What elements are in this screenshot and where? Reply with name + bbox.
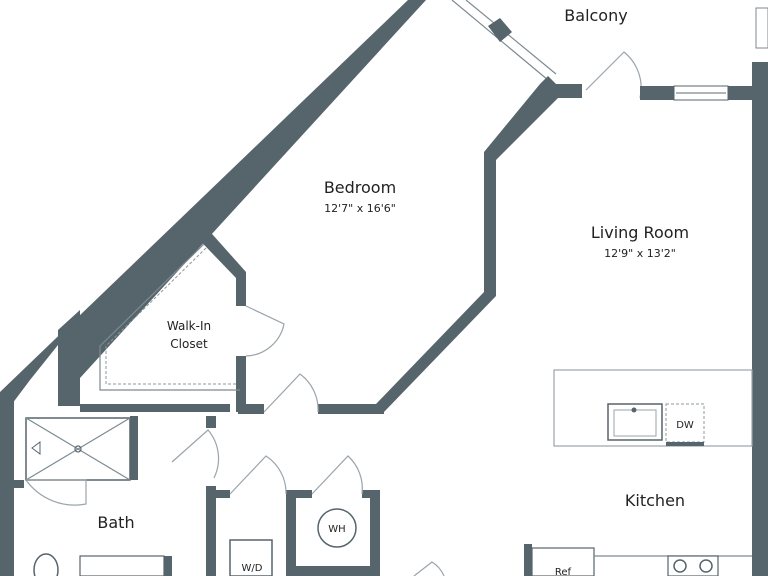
window-mullion — [488, 18, 512, 42]
bedroom-label: Bedroom — [324, 178, 396, 197]
closet-east-wall — [236, 356, 246, 412]
bath-wall-stub-left — [14, 480, 24, 488]
wh-closet-south-wall — [296, 566, 370, 576]
refrigerator-label: Ref — [555, 567, 572, 576]
water-heater-label: WH — [328, 524, 345, 535]
washer-dryer — [229, 539, 273, 576]
water-heater — [317, 508, 357, 548]
balcony-door-jamb-left — [556, 84, 582, 98]
wh-closet-east-wall — [370, 490, 380, 576]
closet-north-diagonal-wall — [186, 216, 246, 306]
kitchen-counter-edge — [524, 544, 532, 576]
laundry-door-swing — [229, 455, 287, 495]
east-exterior-wall — [752, 62, 768, 576]
entry-door-swing — [413, 561, 445, 576]
hall-wall-stub — [206, 416, 216, 428]
closet-door-wall-stub — [238, 404, 264, 414]
shower-door-swing — [25, 479, 87, 506]
bedroom-east-diagonal-wall — [376, 76, 560, 412]
burner-icon-1 — [673, 559, 687, 573]
shower-drain-icon — [74, 445, 82, 453]
bath-door-swing — [171, 429, 220, 479]
west-wall — [0, 392, 14, 576]
closet-label-line1: Walk-In — [167, 319, 211, 333]
closet-shelf-edge — [99, 243, 240, 391]
bath-vanity-wall — [164, 556, 172, 576]
balcony-wall-segment-a — [640, 86, 674, 100]
balcony-label: Balcony — [564, 6, 627, 25]
laundry-east-wall — [286, 490, 296, 576]
bath-vanity — [79, 555, 165, 576]
toilet — [33, 553, 59, 576]
burner-icon-2 — [699, 559, 713, 573]
laundry-west-wall — [206, 486, 216, 576]
bath-label: Bath — [97, 513, 134, 532]
laundry-header-left — [216, 490, 230, 498]
balcony-wall-segment-b — [728, 86, 754, 100]
balcony-door-swing — [585, 51, 642, 99]
kitchen-label: Kitchen — [625, 491, 685, 510]
washer-dryer-label: W/D — [242, 563, 263, 574]
bedroom-window-line-b — [465, 0, 557, 75]
bath-wall-upper — [130, 416, 138, 480]
range — [667, 555, 719, 576]
living-room-label: Living Room — [591, 223, 689, 242]
closet-shelf-outline — [105, 247, 238, 385]
bedroom-south-wall — [318, 404, 384, 414]
bedroom-dimensions: 12'7" x 16'6" — [324, 202, 396, 215]
balcony-rail — [755, 7, 768, 49]
wh-closet-header — [362, 490, 380, 498]
exterior-corner-wedge — [58, 310, 80, 406]
closet-label-line2: Closet — [170, 337, 208, 351]
shower-diagonal-b — [25, 417, 131, 481]
dishwasher-label: DW — [676, 420, 694, 431]
living-room-dimensions: 12'9" x 13'2" — [604, 247, 676, 260]
dishwasher-front — [666, 442, 704, 446]
refrigerator — [531, 547, 595, 576]
exterior-diagonal-wall — [0, 0, 426, 420]
shower-head-icon — [31, 441, 41, 455]
bedroom-door-swing — [263, 373, 319, 413]
closet-door-swing — [245, 305, 285, 357]
wh-closet-door-swing — [311, 455, 363, 495]
closet-south-wall — [80, 404, 230, 412]
sink-faucet-icon — [631, 407, 637, 413]
laundry-header-right — [286, 490, 312, 498]
